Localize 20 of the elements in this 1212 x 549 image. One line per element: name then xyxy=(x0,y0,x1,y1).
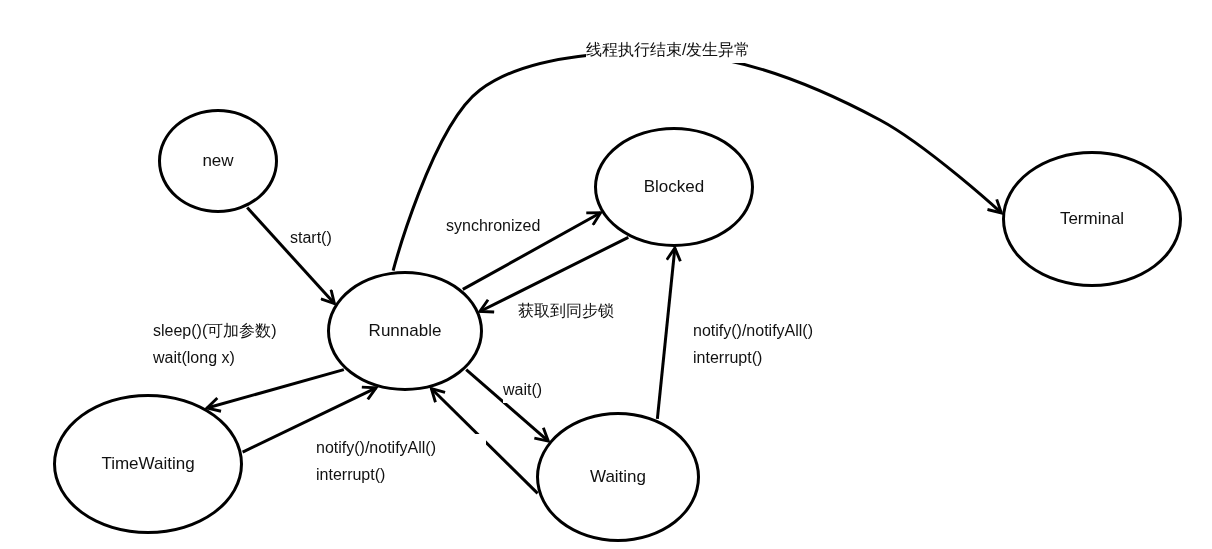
arrow xyxy=(465,368,550,443)
arrow xyxy=(205,368,345,413)
arrow xyxy=(462,211,602,291)
state-name: Runnable xyxy=(368,321,442,341)
arrow xyxy=(246,206,336,306)
arrow xyxy=(655,246,682,420)
state-name: Blocked xyxy=(643,177,705,197)
state-name: new xyxy=(202,151,234,171)
state-ellipse xyxy=(536,412,700,542)
state-ellipse xyxy=(327,271,483,391)
state-name: Waiting xyxy=(589,467,647,487)
state-ellipse xyxy=(594,127,754,247)
state-name: TimeWaiting xyxy=(101,454,195,474)
arrow xyxy=(478,236,629,314)
state-ellipse xyxy=(1002,151,1182,287)
state-ellipse xyxy=(158,109,278,213)
state-ellipse xyxy=(53,394,243,534)
state-name: Terminal xyxy=(1059,209,1125,229)
arrow xyxy=(241,385,378,454)
arrow xyxy=(429,387,539,495)
